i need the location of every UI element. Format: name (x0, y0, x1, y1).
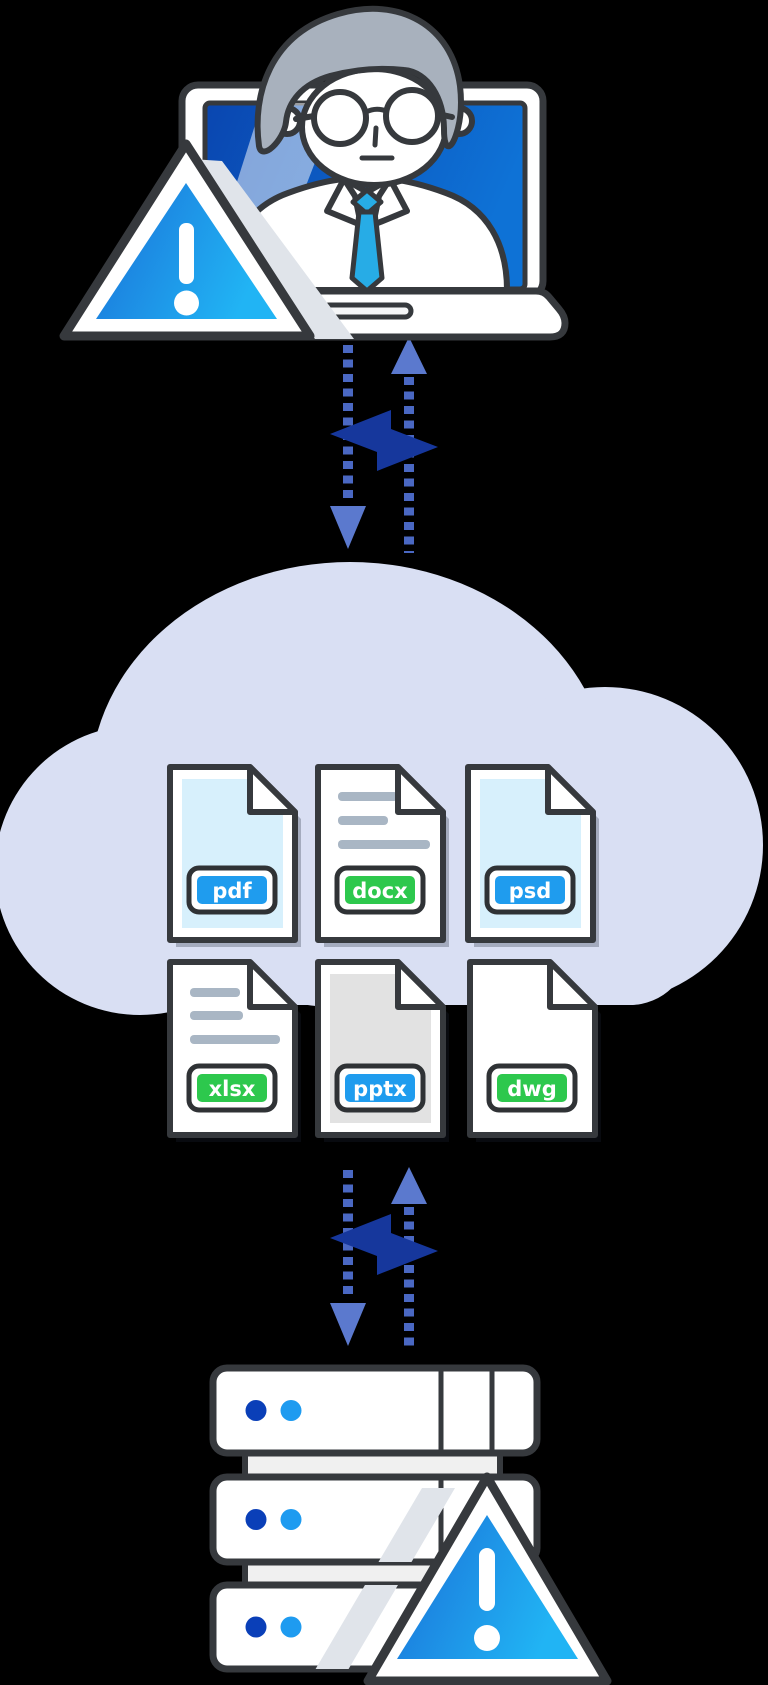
file-badge-label: docx (352, 879, 408, 903)
person-icon (224, 5, 510, 294)
lightning-bolt-icon (330, 1214, 438, 1275)
file-icon-xlsx: xlsx (167, 959, 301, 1142)
glasses-icon (293, 87, 455, 147)
file-fold-corner (545, 764, 596, 815)
server-tier-1 (209, 1364, 541, 1457)
file-badge: xlsx (186, 1063, 278, 1113)
nose (372, 125, 379, 148)
file-fold-corner (547, 959, 598, 1010)
file-fold-corner (395, 959, 446, 1010)
file-badge: dwg (486, 1063, 578, 1113)
file-fold-corner (247, 764, 298, 815)
file-icon-dwg: dwg (467, 959, 601, 1142)
tie-icon (349, 187, 385, 294)
file-text-lines (338, 792, 430, 849)
down-arrow-icon (330, 506, 366, 549)
file-badge: pdf (186, 865, 278, 915)
file-badge-label: pdf (212, 879, 252, 903)
led-dot (280, 1400, 302, 1421)
file-fold-corner (247, 959, 298, 1010)
led-dot (245, 1616, 267, 1638)
exclamation-icon (174, 223, 199, 316)
hair (254, 5, 465, 155)
led-dot (280, 1509, 302, 1530)
warning-triangle-icon-top (59, 139, 354, 341)
link-laptop-cloud (330, 337, 438, 553)
file-badge: psd (484, 865, 576, 915)
file-badge-label: dwg (507, 1077, 556, 1101)
up-arrow-icon (391, 337, 427, 374)
file-badge-label: psd (509, 879, 552, 903)
up-arrow-icon (391, 1167, 427, 1204)
file-badge: pptx (334, 1063, 426, 1113)
file-fold-corner (395, 764, 446, 815)
lightning-bolt-icon (330, 410, 438, 471)
triangle-shade (191, 159, 354, 339)
link-cloud-server (330, 1167, 438, 1352)
led-dot (245, 1400, 267, 1421)
file-badge: docx (334, 865, 426, 915)
file-text-lines (190, 988, 280, 1044)
file-icon-psd: psd (465, 764, 599, 947)
file-icon-pdf: pdf (167, 764, 301, 947)
file-icon-pptx: pptx (315, 959, 449, 1142)
file-icon-docx: docx (315, 764, 449, 947)
led-dot (245, 1509, 267, 1530)
file-badge-label: xlsx (209, 1077, 256, 1101)
exclamation-icon (474, 1548, 500, 1651)
file-badge-label: pptx (353, 1077, 407, 1101)
led-dot (280, 1616, 302, 1638)
down-arrow-icon (330, 1303, 366, 1346)
warning-triangle-icon-bottom (363, 1472, 612, 1685)
